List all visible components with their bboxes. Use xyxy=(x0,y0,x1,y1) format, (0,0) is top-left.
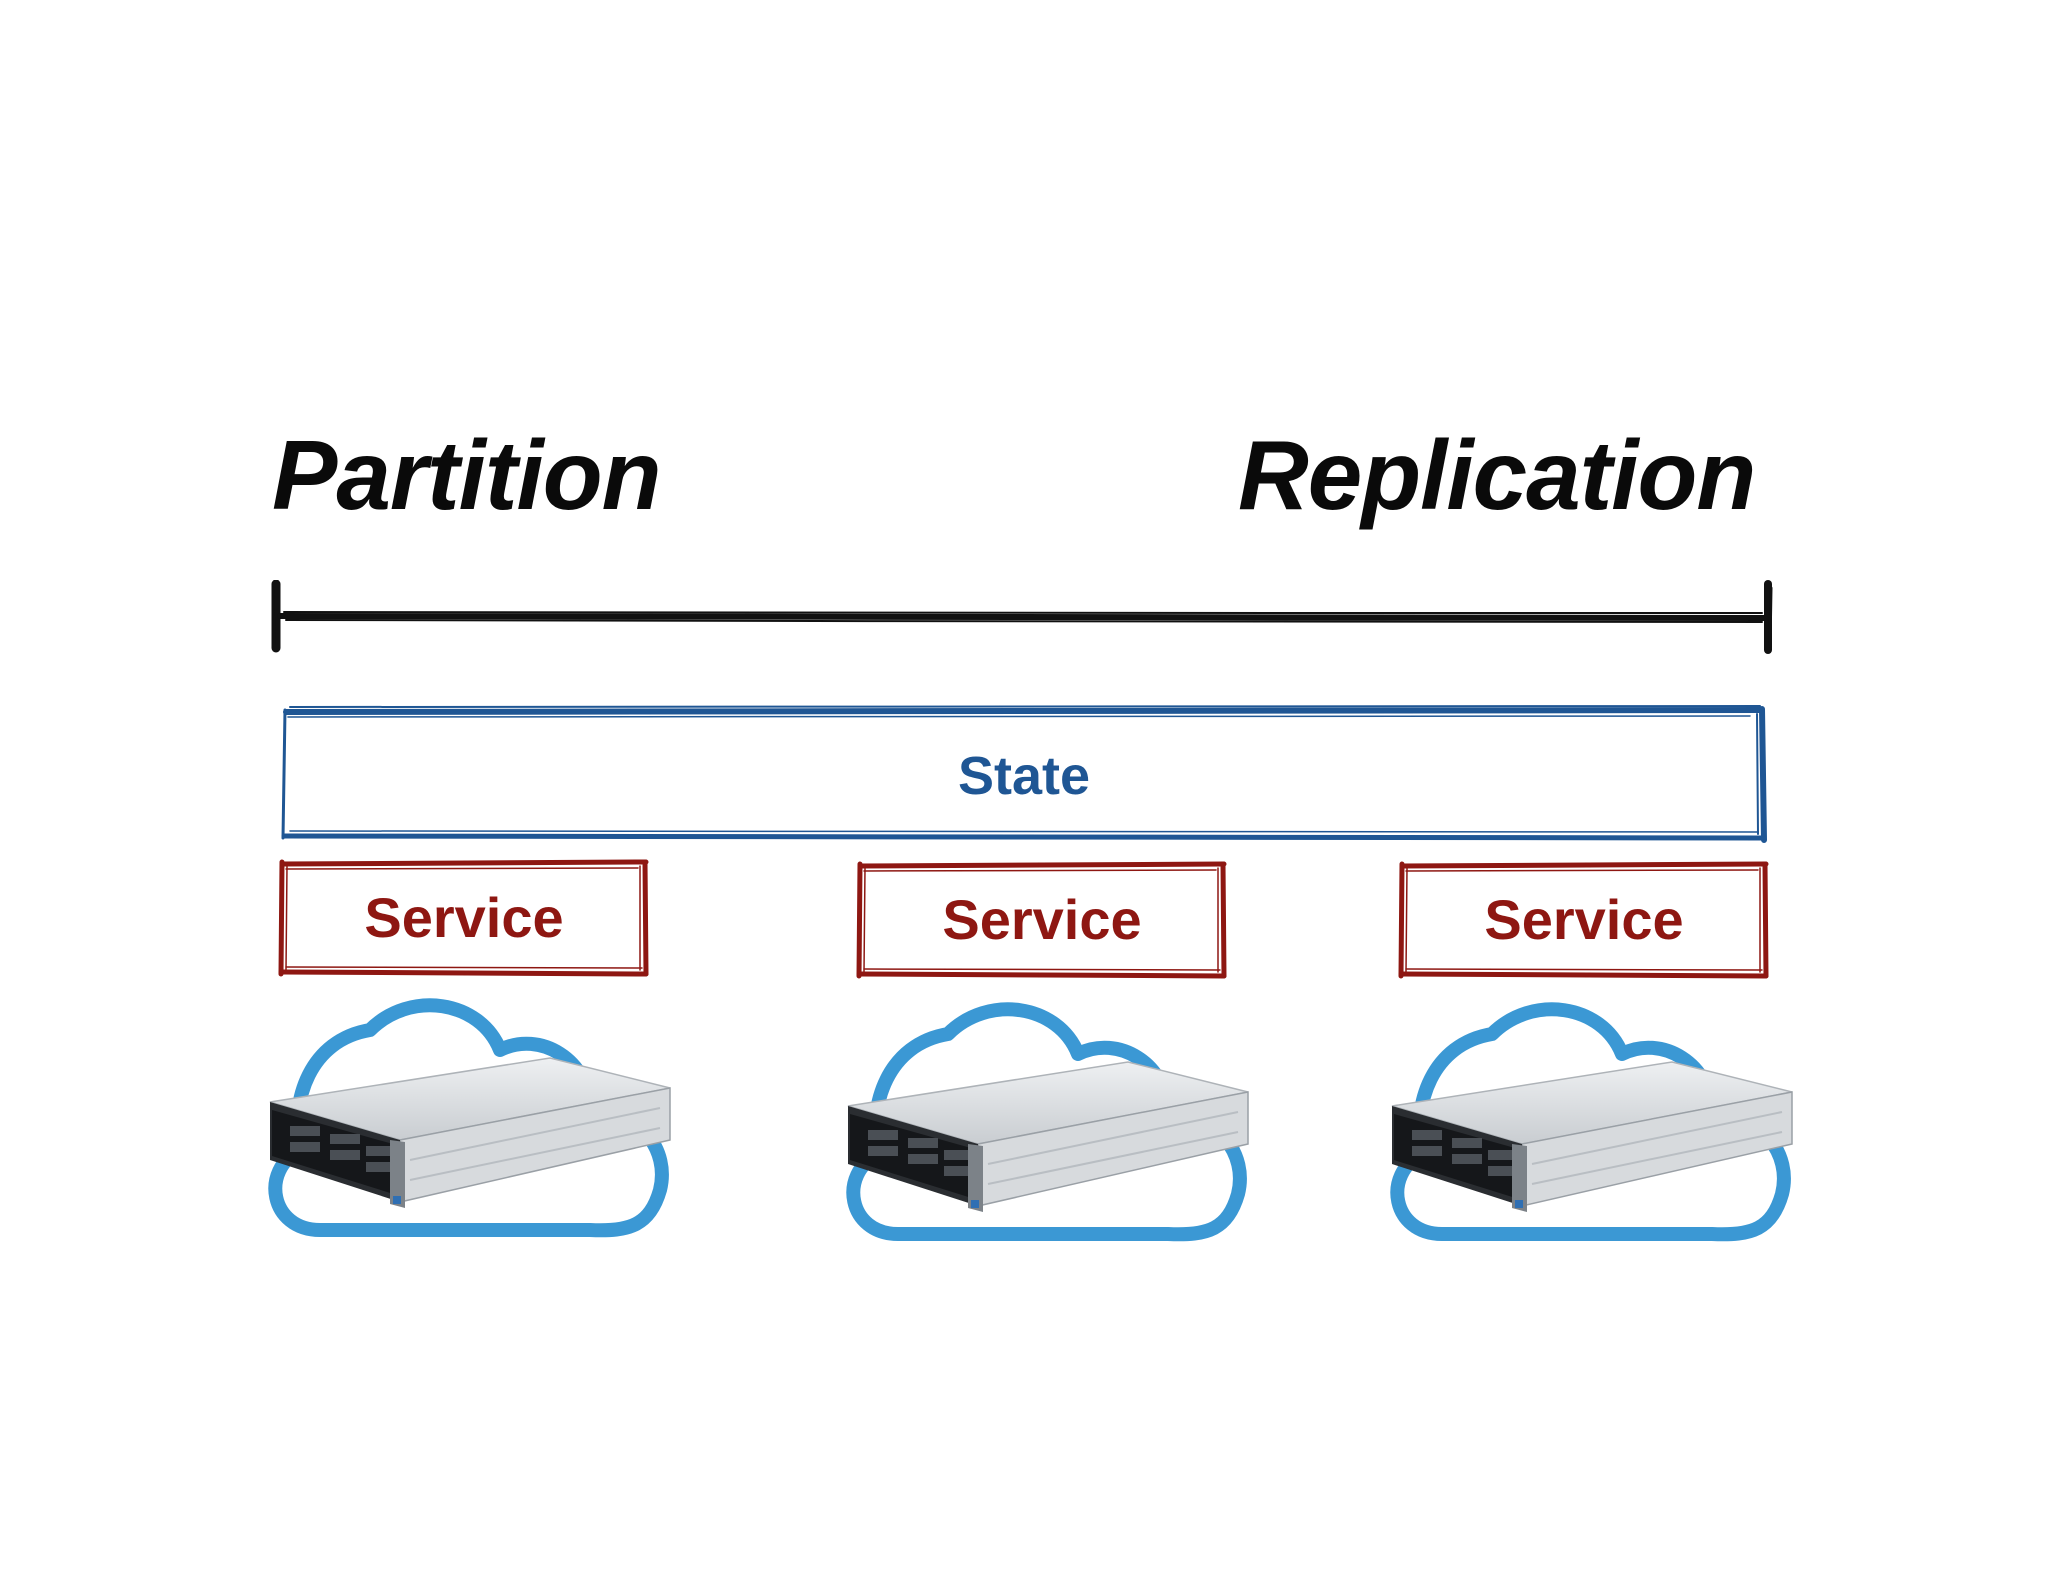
service-box-border xyxy=(856,861,1227,979)
cloud-server-icon xyxy=(846,1002,1249,1242)
server-icon xyxy=(847,1061,1249,1212)
state-box: State xyxy=(280,704,1768,844)
replication-heading: Replication xyxy=(1238,420,1756,530)
server-icon xyxy=(269,1057,671,1208)
state-label: State xyxy=(957,746,1091,806)
server-icon xyxy=(1391,1061,1793,1212)
cloud-server-icon xyxy=(268,998,671,1238)
service-box: Service xyxy=(278,858,650,978)
spectrum-line xyxy=(271,580,1773,654)
service-box: Service xyxy=(1398,860,1770,980)
service-box-border xyxy=(1398,861,1769,979)
partition-heading: Partition xyxy=(272,420,661,530)
service-box: Service xyxy=(856,860,1228,980)
cloud-server-icon xyxy=(1390,1002,1793,1242)
service-box-border xyxy=(278,859,649,977)
state-box-border xyxy=(281,705,1767,843)
service-label: Service xyxy=(1484,888,1684,951)
service-label: Service xyxy=(942,888,1142,951)
service-label: Service xyxy=(364,886,564,949)
